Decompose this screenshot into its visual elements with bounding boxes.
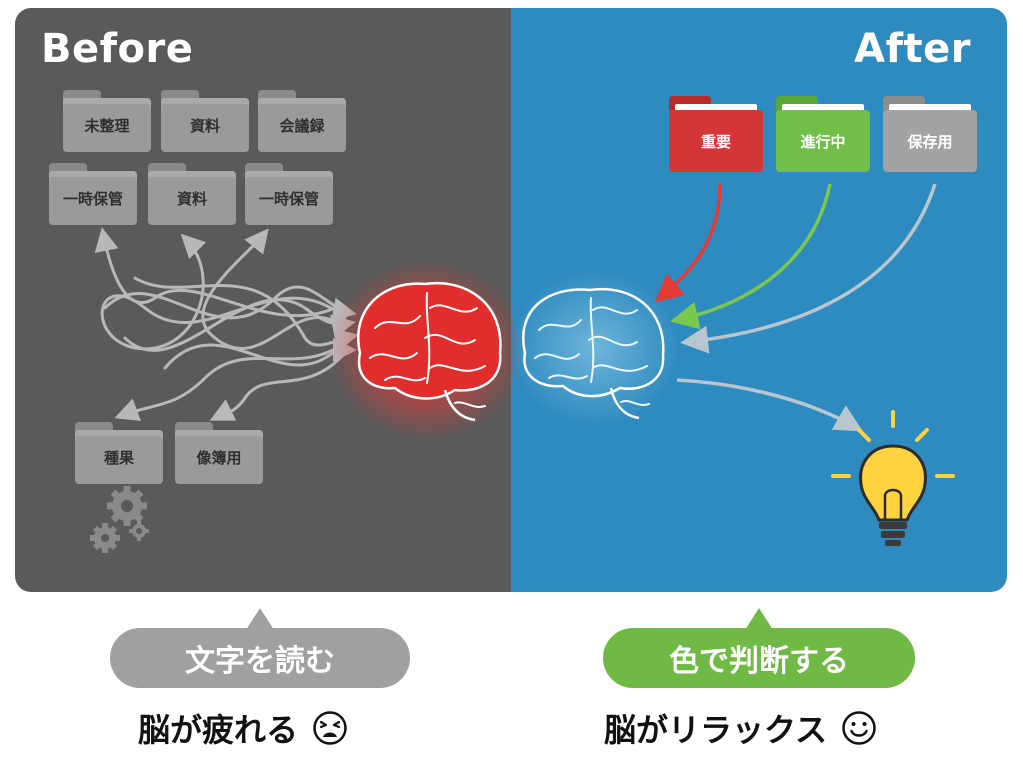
folder-label: 進行中 (800, 132, 846, 151)
before-caption: 文字を読む (185, 644, 335, 679)
idea-arrow (676, 378, 864, 432)
before-folder: 像簿用 (175, 422, 263, 484)
green-arrow (670, 183, 832, 330)
diagram-graphics (90, 183, 955, 553)
after-result: 脳がリラックス (604, 705, 877, 751)
folder-label: 一時保管 (62, 189, 123, 208)
before-folder: 種果 (75, 422, 163, 484)
before-folder: 一時保管 (49, 163, 137, 225)
after-folder-important: 重要 (669, 96, 763, 172)
folder-label: 会議録 (279, 116, 325, 135)
after-result-text: 脳がリラックス (604, 711, 828, 749)
folder-label: 未整理 (84, 116, 130, 135)
before-result-text: 脳が疲れる (138, 711, 299, 749)
after-folder-archive: 保存用 (883, 96, 977, 172)
red-arrow (654, 183, 722, 303)
after-caption: 色で判断する (669, 644, 849, 679)
light-bulb-icon (831, 410, 955, 546)
folder-label: 像簿用 (196, 448, 242, 467)
gears-icon (90, 486, 149, 553)
gray-arrow (680, 183, 937, 354)
folder-label: 一時保管 (258, 189, 319, 208)
tired-face-icon (313, 711, 347, 745)
after-title: After (854, 26, 971, 72)
smiling-face-icon (842, 711, 876, 745)
before-folder: 会議録 (258, 90, 346, 152)
after-folder-in-progress: 進行中 (776, 96, 870, 172)
stressed-brain-icon (329, 260, 525, 440)
before-title: Before (41, 26, 194, 72)
before-folder: 資料 (148, 163, 236, 225)
after-caption-bubble: 色で判断する (603, 608, 915, 688)
comparison-diagram: Before 未整理 資料 会議録 一時保管 資料 一時保管 種果 像簿用 Af… (15, 8, 1007, 592)
before-folder: 資料 (161, 90, 249, 152)
before-folder: 一時保管 (245, 163, 333, 225)
before-folder: 未整理 (63, 90, 151, 152)
folder-label: 保存用 (907, 132, 953, 151)
tangled-arrows (94, 227, 359, 421)
folder-label: 資料 (189, 116, 220, 135)
relaxed-brain-icon (510, 270, 680, 426)
folder-label: 種果 (103, 448, 134, 467)
before-result: 脳が疲れる (138, 705, 348, 751)
before-caption-bubble: 文字を読む (110, 608, 410, 688)
folder-label: 資料 (176, 189, 207, 208)
folder-label: 重要 (700, 132, 731, 151)
